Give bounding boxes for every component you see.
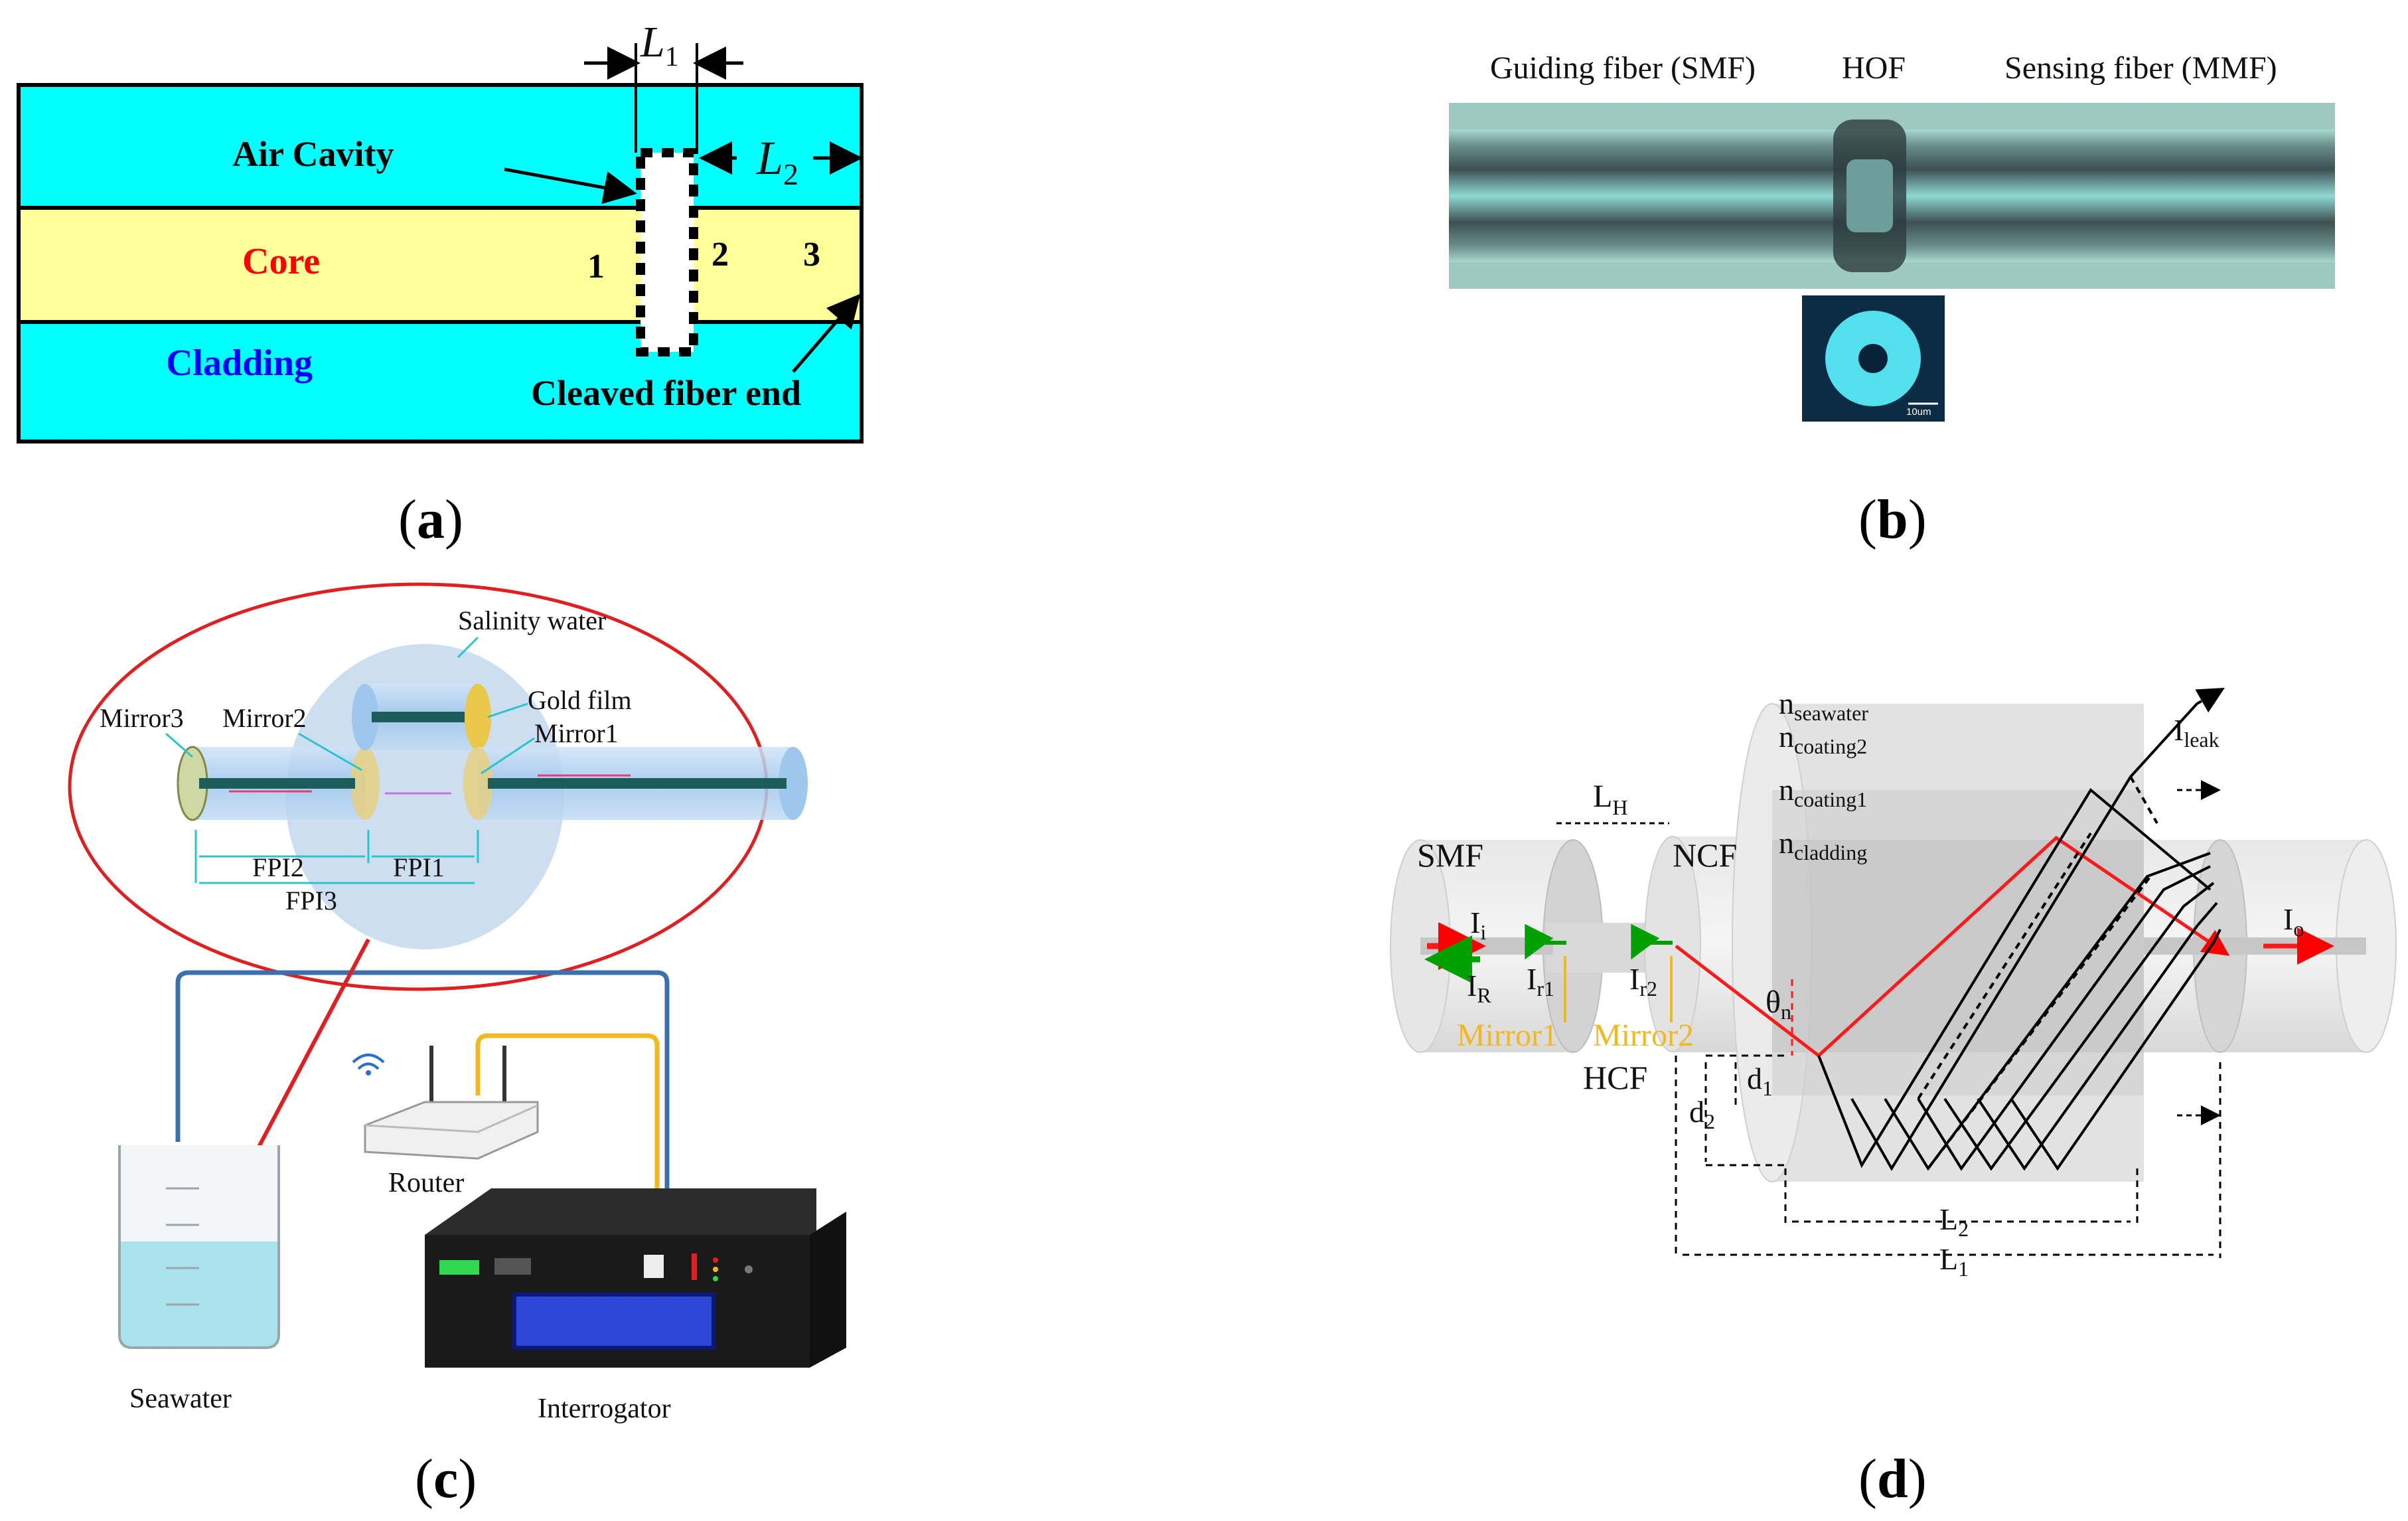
d1-label: d1 [1747,1062,1773,1100]
Ir2-label: Ir2 [1629,962,1657,1001]
mirror1-label: Mirror1 [534,718,619,748]
region-2: 2 [712,236,729,274]
region-3: 3 [803,236,820,274]
IR-label: IR [1467,969,1491,1007]
cladding-bottom [17,320,864,443]
Ii-label: Ii [1470,906,1486,944]
label-L2: L2 [756,131,798,191]
Io-label: Io [2283,902,2304,941]
caption-b: (b) [1858,489,1927,550]
interrogator [425,1188,846,1368]
salinity-label: Salinity water [458,605,606,635]
panel-a: L1 L2 Air Cavity Core Cladding 1 2 3 Cle… [17,18,864,550]
cladding-top [17,83,864,210]
panel-b: Guiding fiber (SMF) HOF Sensing fiber (M… [1449,50,2335,550]
cladding-label: Cladding [166,343,313,384]
mirror1-d-label: Mirror1 [1457,1018,1558,1053]
router [352,1046,539,1160]
caption-a: (a) [398,489,463,550]
gold-label: Gold film [528,685,632,715]
L2-d-label: L2 [1939,1202,1969,1241]
fpi3-label: FPI3 [285,886,337,916]
d2-label: d2 [1689,1095,1715,1133]
Ileak-label: Ileak [2174,713,2220,752]
n-coating1-label: ncoating1 [1779,773,1867,811]
yellow-cable [475,1033,660,1255]
n-coating2-label: ncoating2 [1779,720,1867,758]
mmf-label: Sensing fiber (MMF) [2004,50,2277,86]
hcf-label: HCF [1583,1059,1647,1096]
beaker [118,1145,280,1349]
caption-c: (c) [415,1448,477,1510]
mirror2-label: Mirror2 [222,703,307,733]
scale-bar-label: 10um [1906,406,1931,418]
n-seawater-label: nseawater [1779,686,1868,725]
ncf-label: NCF [1673,837,1737,874]
LH-label: LH [1593,779,1627,819]
display-screen [512,1293,715,1350]
red-ray [1675,835,2221,1058]
air-cavity-label: Air Cavity [232,134,394,174]
router-label: Router [388,1168,464,1198]
smf-label: Guiding fiber (SMF) [1490,50,1756,86]
region-1: 1 [587,248,605,285]
core-label: Core [242,241,320,282]
core-band [17,206,864,324]
dimensions [1675,1054,2221,1258]
reflected-rays [1817,702,2221,1171]
cleaved-label: Cleaved fiber end [531,373,801,413]
smf-d-label: SMF [1417,837,1483,874]
Ir1-label: Ir1 [1527,962,1554,1001]
label-L1: L1 [640,18,679,72]
mirror3-label: Mirror3 [100,703,184,733]
L1-d-label: L1 [1939,1242,1969,1281]
theta-label: θn [1766,985,1791,1024]
seawater-label: Seawater [129,1384,232,1414]
hof-label: HOF [1842,50,1906,86]
n-cladding-label: ncladding [1779,826,1867,864]
caption-d: (d) [1858,1448,1927,1510]
mirror2-d-label: Mirror2 [1593,1018,1694,1053]
fpi2-label: FPI2 [252,852,304,882]
fpi1-label: FPI1 [393,852,445,882]
air-cavity [636,148,698,357]
panel-d: SMF NCF HCF LH nseawater ncoating2 ncoat… [1390,686,2397,1510]
interrogator-label: Interrogator [538,1394,671,1424]
blue-cable [175,970,670,1255]
panel-c: Salinity water Gold film Mirror3 Mirror2… [68,582,846,1510]
